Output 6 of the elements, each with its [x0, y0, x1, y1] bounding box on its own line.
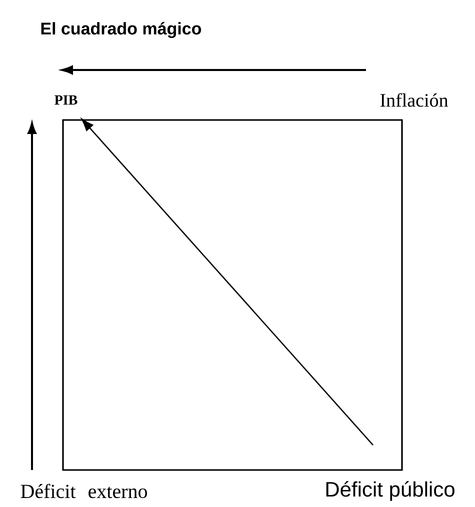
corner-label: Déficit público [326, 481, 454, 501]
title: El cuadrado mágico [41, 22, 202, 38]
corner-label: Inflación [380, 93, 448, 107]
arrow [81, 118, 374, 446]
corner-label: PIB [54, 95, 78, 105]
corner-label: Déficit externo [20, 484, 147, 498]
